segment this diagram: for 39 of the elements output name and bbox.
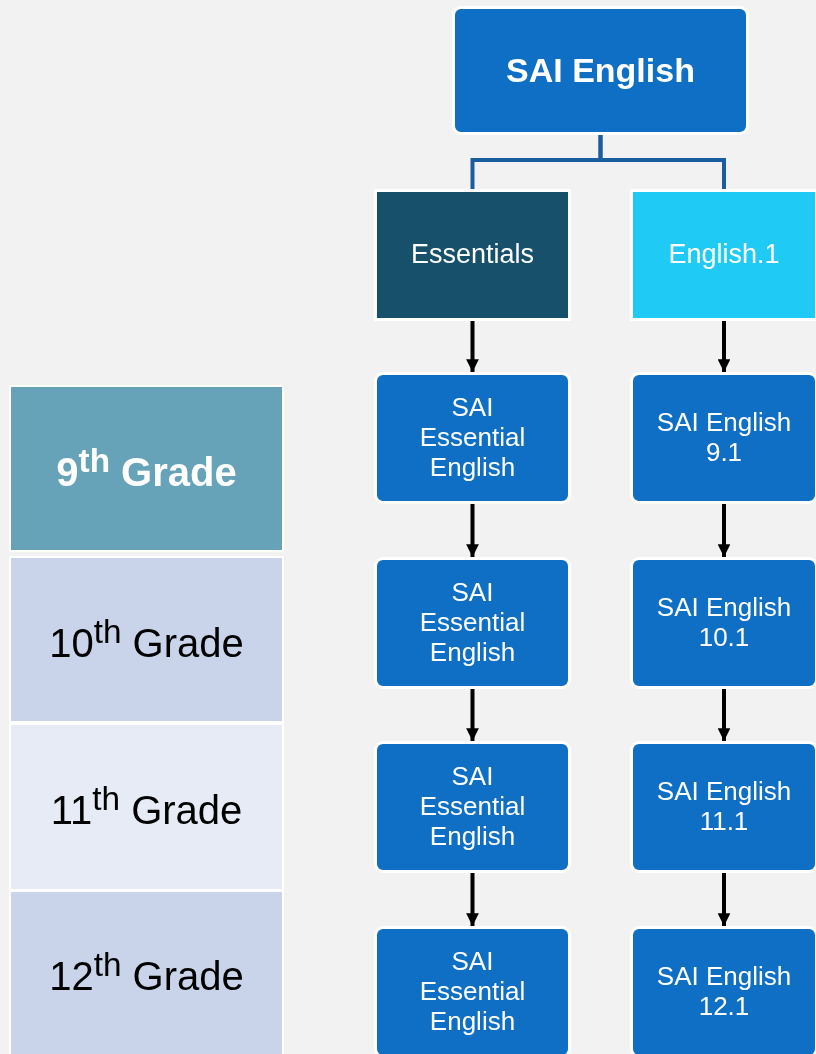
grade-row <box>9 556 284 723</box>
category-box <box>452 6 749 135</box>
node-label: 10$^{th}$ Grade <box>48 612 245 667</box>
node-label: 9$^{th}$ Grade <box>55 441 238 496</box>
arrow <box>717 873 731 926</box>
node-label: SAI Essential English <box>418 762 527 852</box>
node-label: SAI Essential English <box>418 947 527 1037</box>
node-label: SAI Essential English <box>418 578 527 668</box>
arrow <box>466 321 479 372</box>
arrow <box>466 504 479 557</box>
course-box <box>630 741 816 873</box>
arrow <box>466 689 479 741</box>
category-box <box>630 189 816 321</box>
course-box <box>630 557 816 689</box>
grade-row <box>9 890 284 1054</box>
course-box <box>374 557 571 689</box>
course-box <box>374 926 571 1054</box>
node-label: 11$^{th}$ Grade <box>49 780 244 834</box>
arrow <box>717 504 731 557</box>
node-label: SAI English 11.1 <box>655 777 793 837</box>
arrow <box>466 873 479 926</box>
arrow <box>717 321 731 372</box>
arrow <box>717 689 731 741</box>
course-box <box>630 926 816 1054</box>
course-box <box>630 372 816 504</box>
grade-row <box>9 385 284 552</box>
node-label: 12$^{th}$ Grade <box>48 946 245 1000</box>
node-label: English.1 <box>667 239 781 271</box>
node-label: Essentials <box>409 239 536 271</box>
course-box <box>374 372 571 504</box>
node-label: SAI English 10.1 <box>655 593 793 653</box>
node-label: SAI English 9.1 <box>655 408 793 468</box>
course-box <box>374 741 571 873</box>
category-box <box>374 189 571 321</box>
node-label: SAI Essential English <box>418 393 527 483</box>
node-label: SAI English <box>505 50 696 91</box>
connector-line <box>598 135 726 189</box>
node-label: SAI English 12.1 <box>655 962 793 1022</box>
grade-row <box>9 723 284 891</box>
